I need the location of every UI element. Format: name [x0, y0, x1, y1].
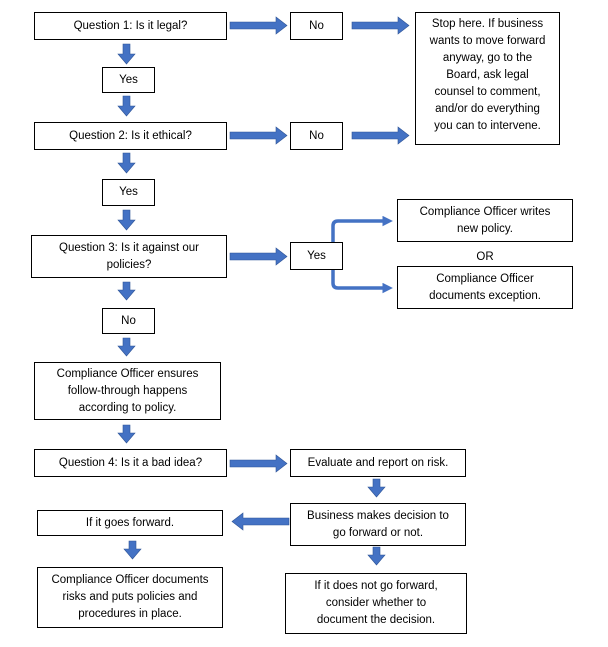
arrow-yes-to-exception — [331, 268, 393, 294]
arrow-yes1-to-q2 — [117, 95, 136, 117]
not-forward-box: If it does not go forward, consider whet… — [285, 573, 467, 634]
arrow-forward-to-document — [123, 540, 142, 560]
arrow-decision-to-forward — [231, 512, 290, 531]
arrow-q2-to-yes2 — [117, 152, 136, 174]
evaluate-box: Evaluate and report on risk. — [290, 449, 466, 477]
arrow-q4-to-evaluate — [229, 454, 288, 473]
arrow-no1-to-stop — [351, 16, 410, 35]
stop-here-text: Stop here. If business wants to move for… — [429, 18, 546, 132]
question-1-box: Question 1: Is it legal? — [34, 12, 227, 40]
yes-2-box: Yes — [102, 179, 155, 206]
arrow-yes-to-new-policy — [331, 215, 393, 244]
question-3-box: Question 3: Is it against our policies? — [31, 235, 227, 278]
question-2-text: Question 2: Is it ethical? — [69, 129, 192, 142]
no-3-text: No — [121, 314, 136, 327]
arrow-no2-to-stop — [351, 126, 410, 145]
follow-through-box: Compliance Officer ensures follow-throug… — [34, 362, 221, 420]
business-decision-text: Business makes decision to go forward or… — [307, 509, 449, 539]
not-forward-text: If it does not go forward, consider whet… — [314, 580, 438, 626]
question-1-text: Question 1: Is it legal? — [73, 19, 188, 32]
arrow-follow-to-q4 — [117, 424, 136, 444]
document-risks-box: Compliance Officer documents risks and p… — [37, 567, 223, 628]
yes-3-text: Yes — [307, 249, 326, 262]
yes-1-box: Yes — [102, 67, 155, 93]
arrow-q1-to-no — [229, 16, 288, 35]
question-2-box: Question 2: Is it ethical? — [34, 122, 227, 150]
arrow-q3-to-no3 — [117, 281, 136, 301]
question-4-box: Question 4: Is it a bad idea? — [34, 449, 227, 477]
or-label: OR — [476, 251, 494, 263]
arrow-q1-to-yes1 — [117, 43, 136, 65]
arrow-no3-to-follow — [117, 337, 136, 357]
document-risks-text: Compliance Officer documents risks and p… — [51, 574, 209, 620]
stop-here-box: Stop here. If business wants to move for… — [415, 12, 560, 145]
follow-through-text: Compliance Officer ensures follow-throug… — [56, 367, 199, 414]
arrow-evaluate-to-decision — [367, 478, 386, 498]
business-decision-box: Business makes decision to go forward or… — [290, 503, 466, 546]
exception-box: Compliance Officer documents exception. — [397, 266, 573, 309]
question-3-text: Question 3: Is it against our policies? — [59, 241, 199, 271]
no-2-text: No — [309, 129, 324, 142]
no-1-box: No — [290, 12, 343, 40]
new-policy-box: Compliance Officer writes new policy. — [397, 199, 573, 242]
exception-text: Compliance Officer documents exception. — [429, 272, 541, 302]
goes-forward-text: If it goes forward. — [85, 516, 175, 529]
yes-2-text: Yes — [119, 186, 138, 198]
goes-forward-box: If it goes forward. — [37, 510, 223, 536]
yes-1-text: Yes — [119, 73, 138, 86]
no-1-text: No — [309, 19, 324, 32]
evaluate-text: Evaluate and report on risk. — [307, 456, 449, 469]
yes-3-box: Yes — [290, 242, 343, 270]
new-policy-text: Compliance Officer writes new policy. — [419, 205, 551, 235]
arrow-yes2-to-q3 — [117, 209, 136, 231]
arrow-decision-to-not-forward — [367, 546, 386, 566]
question-4-text: Question 4: Is it a bad idea? — [58, 456, 203, 469]
arrow-q2-to-no — [229, 126, 288, 145]
no-2-box: No — [290, 122, 343, 150]
no-3-box: No — [102, 308, 155, 334]
arrow-q3-to-yes — [229, 247, 288, 266]
